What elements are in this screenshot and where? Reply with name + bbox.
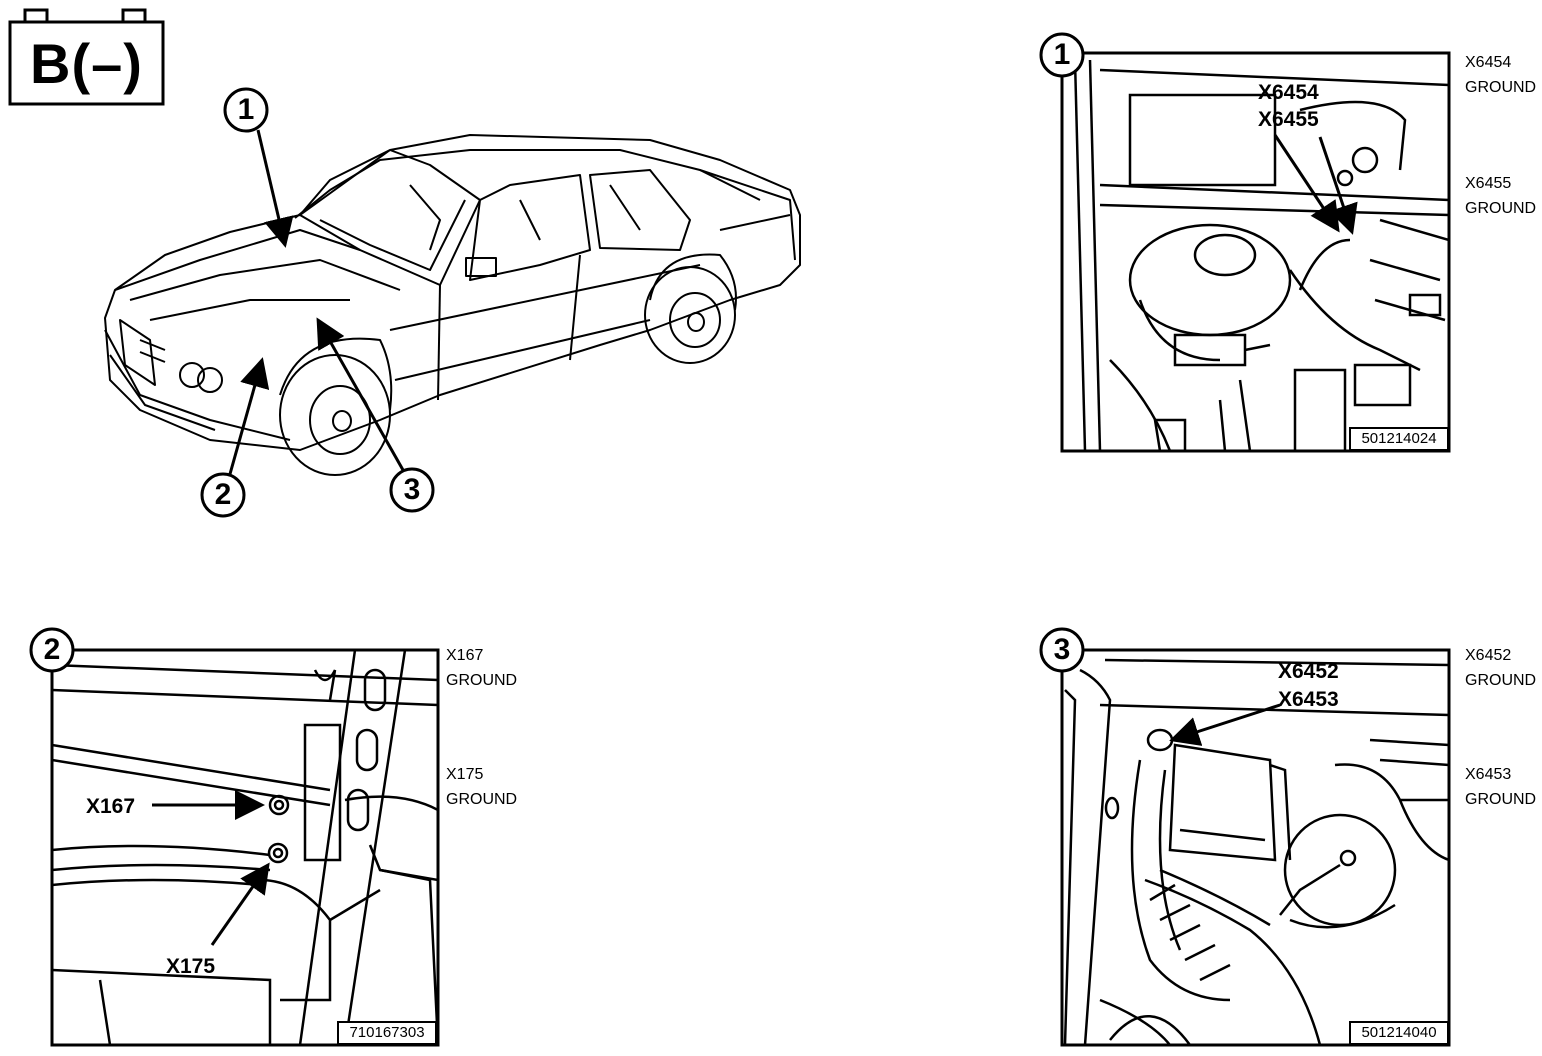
panel-2-figure-code: 710167303 [349, 1024, 425, 1041]
panel-3-callout-x6452: X6452 [1278, 660, 1339, 683]
panel-3-side-label-2: X6453 GROUND [1465, 762, 1536, 812]
panel-3-callout-circle [1039, 627, 1085, 673]
panel-2-number: 2 [43, 633, 61, 666]
car-illustration [104, 134, 801, 476]
overview-callout-3: 3 [403, 473, 421, 506]
panel-3-number: 3 [1053, 633, 1071, 666]
panel-1-illustration [1073, 59, 1449, 451]
overview-arrows [228, 129, 405, 475]
panel-3-arrows [1169, 703, 1281, 746]
side-label-connector: X175 [446, 766, 484, 783]
side-label-type: GROUND [1465, 791, 1537, 808]
panel-2-side-label-1: X167 GROUND [446, 643, 517, 693]
battery-symbol-icon [8, 8, 165, 106]
overview-callout-1: 1 [237, 93, 255, 126]
panel-2-callout-x167: X167 [86, 795, 136, 818]
side-label-type: GROUND [1465, 672, 1537, 689]
panel-3-callout-x6453: X6453 [1278, 688, 1339, 711]
panel-1-frame [1060, 51, 1451, 453]
panel-1-callout-circle [1039, 32, 1085, 78]
panel-2-arrows [152, 790, 270, 946]
overview-callouts [200, 87, 435, 518]
panel-3-figure-code-box [1349, 1021, 1449, 1045]
panel-2-callout-circle [29, 627, 75, 673]
side-label-type: GROUND [1465, 200, 1537, 217]
side-label-type: GROUND [446, 672, 518, 689]
panel-2-illustration [52, 650, 438, 1045]
panel-1-callout-x6455: X6455 [1258, 108, 1319, 131]
panel-1-side-label-2: X6455 GROUND [1465, 171, 1536, 221]
side-label-connector: X6452 [1465, 647, 1512, 664]
panel-1-figure-code-box [1349, 427, 1449, 451]
panel-3-figure-code: 501214040 [1361, 1024, 1437, 1041]
panel-2-callout-x175: X175 [166, 955, 216, 978]
side-label-connector: X6453 [1465, 766, 1512, 783]
battery-symbol-label: B(–) [30, 32, 143, 95]
panel-3-frame [1060, 648, 1451, 1047]
side-label-connector: X6454 [1465, 54, 1512, 71]
panel-3-side-label-1: X6452 GROUND [1465, 643, 1536, 693]
side-label-connector: X6455 [1465, 175, 1512, 192]
panel-1-number: 1 [1053, 38, 1071, 71]
side-label-type: GROUND [1465, 79, 1537, 96]
side-label-connector: X167 [446, 647, 484, 664]
panel-1-callout-x6454: X6454 [1258, 81, 1319, 104]
panel-3-illustration [1063, 658, 1449, 1045]
side-label-type: GROUND [446, 791, 518, 808]
overview-callout-2: 2 [214, 478, 232, 511]
panel-1-arrows [1273, 134, 1358, 235]
panel-2-side-label-2: X175 GROUND [446, 762, 517, 812]
panel-1-side-label-1: X6454 GROUND [1465, 50, 1536, 100]
panel-1-figure-code: 501214024 [1361, 430, 1437, 447]
panel-2-figure-code-box [337, 1021, 437, 1045]
